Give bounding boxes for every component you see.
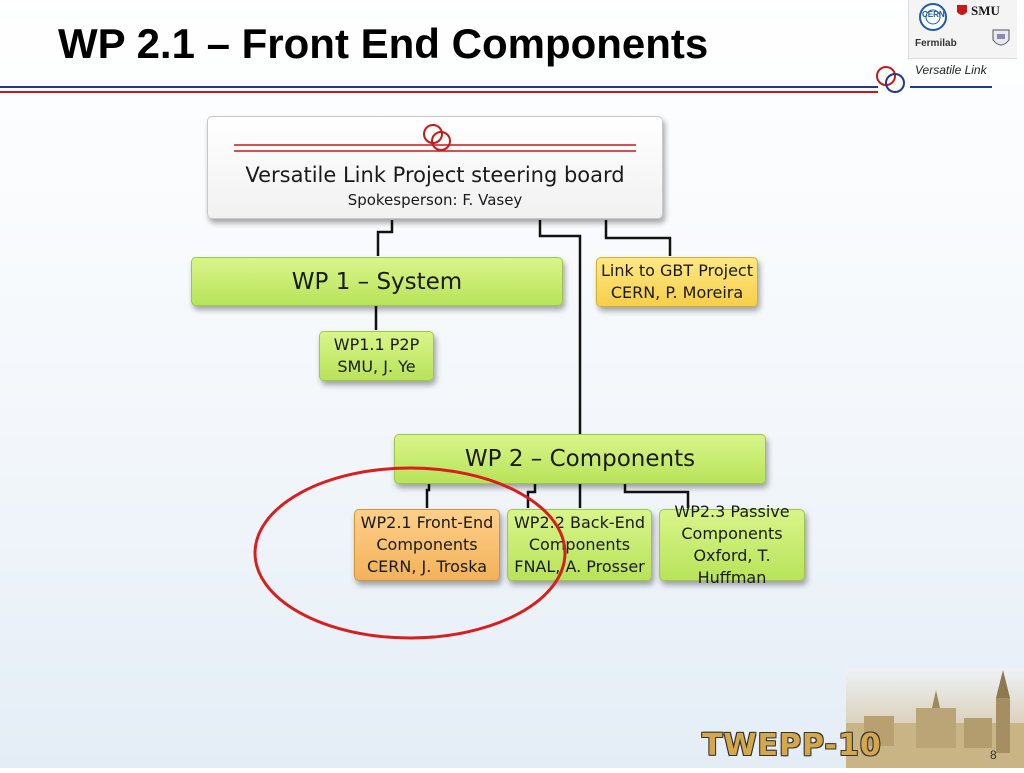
wp21-line2: Components: [376, 535, 478, 554]
wp2-components-box: WP 2 – Components: [394, 434, 766, 484]
wp22-line1: WP2.2 Back-End: [513, 513, 646, 532]
wp22-line3: FNAL, A. Prosser: [514, 557, 645, 576]
twepp-logo: TWEPP-10: [702, 728, 882, 763]
partner-logos: CERN SMU Fermilab: [908, 0, 1017, 59]
wp11-line1: WP1.1 P2P: [333, 335, 420, 354]
wp1-title: WP 1 – System: [291, 268, 463, 295]
wp2-title: WP 2 – Components: [464, 446, 696, 472]
page-number: 8: [990, 748, 997, 762]
wp22-back-end-box: WP2.2 Back-End Components FNAL, A. Pross…: [507, 509, 652, 581]
wp21-line1: WP2.1 Front-End: [360, 513, 494, 532]
wp21-front-end-box: WP2.1 Front-End Components CERN, J. Tros…: [354, 509, 500, 581]
smu-logo-text: SMU: [971, 3, 1000, 18]
wp22-line2: Components: [528, 535, 631, 554]
steering-board-spokesperson: Spokesperson: F. Vasey: [347, 191, 523, 209]
gbt-link-box: Link to GBT Project CERN, P. Moreira: [596, 257, 758, 307]
versatile-link-label: Versatile Link: [915, 63, 987, 77]
title-rule-blue: [0, 86, 878, 88]
steering-board-title: Versatile Link Project steering board: [245, 163, 625, 187]
wp11-p2p-box: WP1.1 P2P SMU, J. Ye: [319, 331, 434, 381]
wp23-line1: WP2.3 Passive: [674, 502, 790, 521]
slide-title: WP 2.1 – Front End Components: [58, 20, 709, 67]
oxford-crest-icon: [992, 29, 1010, 46]
fermilab-logo-text: Fermilab: [915, 38, 957, 49]
cathedral-silhouette-icon: [846, 670, 1024, 768]
cern-logo-icon: [919, 3, 947, 31]
wp23-line3: Oxford, T. Huffman: [693, 546, 771, 587]
title-rule-blue-right: [910, 86, 992, 88]
wp23-passive-box: WP2.3 Passive Components Oxford, T. Huff…: [659, 502, 805, 587]
smu-shield-icon: [957, 5, 967, 15]
title-rule-red: [0, 91, 878, 93]
gbt-line2: CERN, P. Moreira: [610, 283, 744, 302]
cern-logo-text: CERN: [922, 10, 945, 19]
steering-board-rings-icon: [234, 124, 636, 152]
wp1-system-box: WP 1 – System: [191, 257, 563, 306]
steering-board-box: Versatile Link Project steering board Sp…: [207, 116, 663, 219]
versatile-link-logo-icon: [876, 66, 905, 93]
wp11-line2: SMU, J. Ye: [337, 357, 416, 376]
wp23-line2: Components: [681, 524, 783, 543]
aachen-cathedral-photo: [846, 668, 1024, 768]
gbt-line1: Link to GBT Project: [601, 261, 753, 280]
wp21-line3: CERN, J. Troska: [367, 557, 487, 576]
